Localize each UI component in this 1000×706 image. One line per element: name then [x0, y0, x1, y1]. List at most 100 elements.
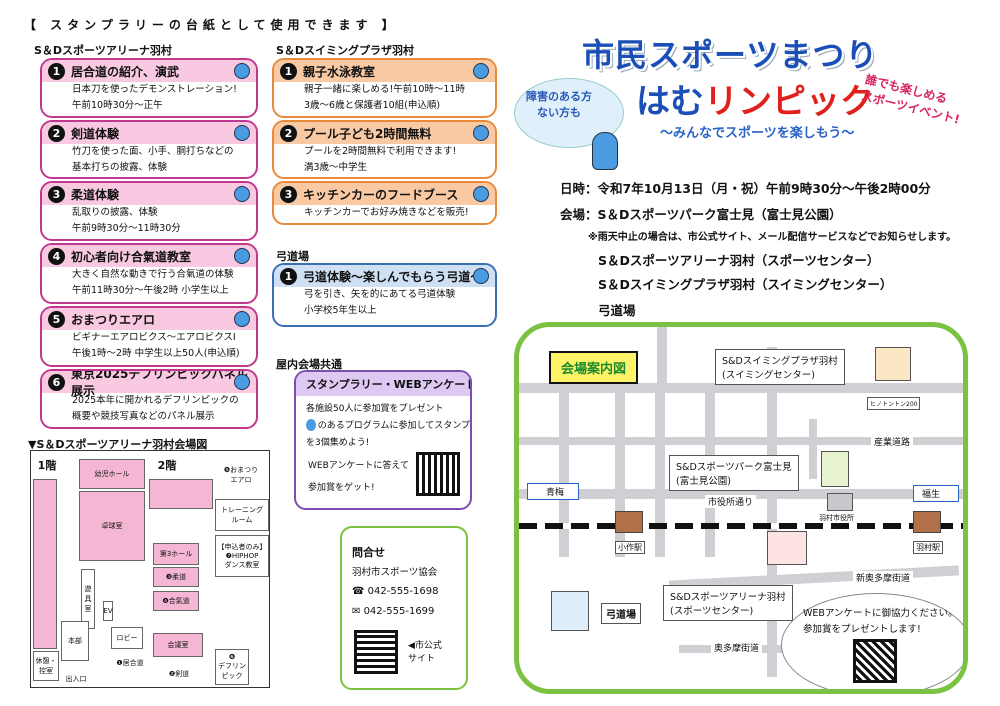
room-youji: 幼児ホール [79, 459, 145, 489]
map-title: 会場案内図 [549, 351, 639, 384]
shinokutama-label: 新奥多摩街道 [853, 571, 914, 584]
swim-section-title: S＆Dスイミングプラザ羽村 [276, 44, 415, 57]
mascot-stamp-icon [473, 63, 489, 79]
elevator-icon: EV [103, 601, 113, 621]
event-line: 基本打ちの披露、体験 [72, 162, 168, 173]
mascot-stamp-icon [473, 125, 489, 141]
header-title: 【 スタンプラリーの台紙として使用できます 】 [24, 18, 399, 32]
room-kyukei: 休憩・ 控室 [33, 651, 59, 681]
event-number: 1 [280, 267, 297, 285]
event-line: キッチンカーでお好み焼きなどを販売! [304, 207, 469, 218]
right-bubble-text: 誰でも楽しめる スポーツイベント! [859, 72, 962, 127]
venue-4: 弓道場 [598, 303, 636, 318]
web-line-1: WEBアンケートに答えて [308, 461, 409, 471]
room-judo: ❸柔道 [153, 567, 199, 587]
event-number: 3 [48, 185, 65, 203]
contact-org: 羽村市スポーツ協会 [352, 567, 438, 578]
room-takkyu: 卓球室 [79, 491, 145, 561]
event-line: 午前9時30分～11時30分 [72, 223, 181, 234]
venue-3: S＆Dスイミングプラザ羽村（スイミングセンター） [598, 277, 893, 292]
floor-title: ▼S＆Dスポーツアリーナ羽村会場図 [28, 438, 208, 451]
event-line: 午後1時～2時 中学生以上50人(申込順) [72, 348, 240, 359]
cloud-line-1: WEBアンケートに御協力ください。 [803, 608, 958, 619]
event-line: 日本刀を使ったデモンストレーション! [72, 84, 237, 95]
mascot-icon [306, 418, 316, 431]
room-honbu: 本部 [61, 621, 89, 661]
rain-note: ※雨天中止の場合は、市公式サイト、メール配信サービスなどでお知らせします。 [588, 232, 957, 243]
event-title: 東京2025デフリンピックパネル展示 [71, 369, 248, 398]
building-icon [827, 493, 853, 511]
site-qr-icon[interactable] [354, 630, 398, 674]
room-iai: ❶居合道 [116, 659, 144, 667]
event-title: 弓道体験～楽しんでもらう弓道～ [303, 269, 483, 284]
gym-icon [767, 531, 807, 565]
contact-box: 問合せ 羽村市スポーツ協会 ☎ 042-555-1698 ✉ 042-555-1… [340, 526, 468, 690]
venue-map: 会場案内図 S&Dスイミングプラザ羽村 (スイミングセンター) ヒノトントン20… [514, 322, 968, 694]
fax-icon: ✉ [352, 606, 364, 617]
room-kendo: ❷剣道 [168, 670, 190, 678]
contact-fax[interactable]: 042-555-1699 [363, 606, 435, 617]
pool-icon [875, 347, 911, 381]
event-number: 6 [48, 373, 65, 391]
phone-icon: ☎ [352, 586, 368, 597]
stamp-box: スタンプラリー・WEBアンケート 各施設50人に参加賞をプレゼント のあるプログ… [294, 370, 472, 510]
qr-code-icon[interactable] [416, 452, 460, 496]
event-line: 大きく自然な動きで行う合氣道の体験 [72, 269, 234, 280]
event-number: 3 [280, 185, 297, 203]
hero-logo-a: はむ [636, 82, 704, 122]
room-kaigi: 会議室 [153, 633, 203, 657]
mascot-stamp-icon [234, 311, 250, 327]
mascot-stamp-icon [234, 374, 250, 390]
event-title: 剣道体験 [71, 126, 120, 141]
event-title: 親子水泳教室 [303, 64, 376, 79]
date-row: 日時：令和7年10月13日（月・祝）午前9時30分～午後2時00分 [560, 181, 931, 196]
park-map-label: S&Dスポーツパーク富士見 (富士見公園) [669, 455, 799, 491]
floor2-label: 2階 [157, 459, 177, 472]
event-line: 弓を引き、矢を的にあてる弓道体験 [304, 289, 456, 300]
event-number: 1 [280, 62, 297, 80]
floor1-label: 1階 [37, 459, 57, 472]
event-line: 竹刀を使った面、小手、胴打ちなどの [72, 146, 234, 157]
event-line: 概要や競技写真などのパネル展示 [72, 411, 215, 422]
kyudo-map-label: 弓道場 [601, 603, 641, 624]
map-qr-code-icon[interactable] [853, 639, 897, 683]
mascot-stamp-icon [234, 248, 250, 264]
event-title: 柔道体験 [71, 187, 120, 202]
room-hiphop: 【申込者のみ】 ❼HIPHOP ダンス教室 [215, 535, 269, 577]
station-ozaku-icon [615, 511, 643, 533]
stamp-box-title: スタンプラリー・WEBアンケート [296, 372, 470, 396]
arena-map-label: S&Dスポーツアリーナ羽村 (スポーツセンター) [663, 585, 793, 621]
event-number: 1 [48, 62, 65, 80]
date-value: 令和7年10月13日（月・祝）午前9時30分～午後2時00分 [597, 181, 931, 196]
kyudo-section-title: 弓道場 [276, 250, 309, 263]
stamp-line-2: のあるプログラムに参加してスタンプ [317, 421, 470, 431]
arena-section-title: S＆Dスポーツアリーナ羽村 [34, 44, 172, 57]
oume-label: 青梅 [527, 483, 580, 500]
site-label[interactable]: ◀市公式 サイト [408, 641, 442, 664]
cloud-line-2: 参加賞をプレゼントします! [803, 624, 921, 635]
contact-heading: 問合せ [352, 546, 385, 559]
hinoto-label: ヒノトントン200 [867, 397, 921, 410]
venue-main: S＆Dスポーツパーク富士見（富士見公園） [597, 207, 842, 222]
contact-tel[interactable]: 042-555-1698 [367, 586, 439, 597]
arena-event-card: 2 剣道体験竹刀を使った面、小手、胴打ちなどの基本打ちの披露、体験 [40, 120, 258, 179]
ozaku-label: 小作駅 [615, 541, 645, 554]
event-number: 2 [280, 124, 297, 142]
swim-map-label: S&Dスイミングプラザ羽村 (スイミングセンター) [715, 349, 845, 385]
event-line: 満3歳～中学生 [304, 162, 368, 173]
event-title: おまつりエアロ [71, 312, 156, 327]
event-number: 2 [48, 124, 65, 142]
room-deaf: ❻ デフリン ピック [215, 649, 249, 685]
fussa-label: 福生 [913, 485, 960, 502]
room-lobby: ロビー [111, 627, 143, 649]
hamura-label: 羽村駅 [913, 541, 943, 554]
event-line: プールを2時間無料で利用できます! [304, 146, 457, 157]
room-hall3: 第3ホール [153, 543, 199, 565]
common-section-title: 屋内会場共通 [276, 358, 342, 371]
hero-tagline: ～みんなでスポーツを楽しもう～ [660, 126, 855, 141]
event-line: 親子一緒に楽しめる!午前10時～11時 [304, 84, 465, 95]
hero-logo-b: リンピック [704, 82, 874, 122]
